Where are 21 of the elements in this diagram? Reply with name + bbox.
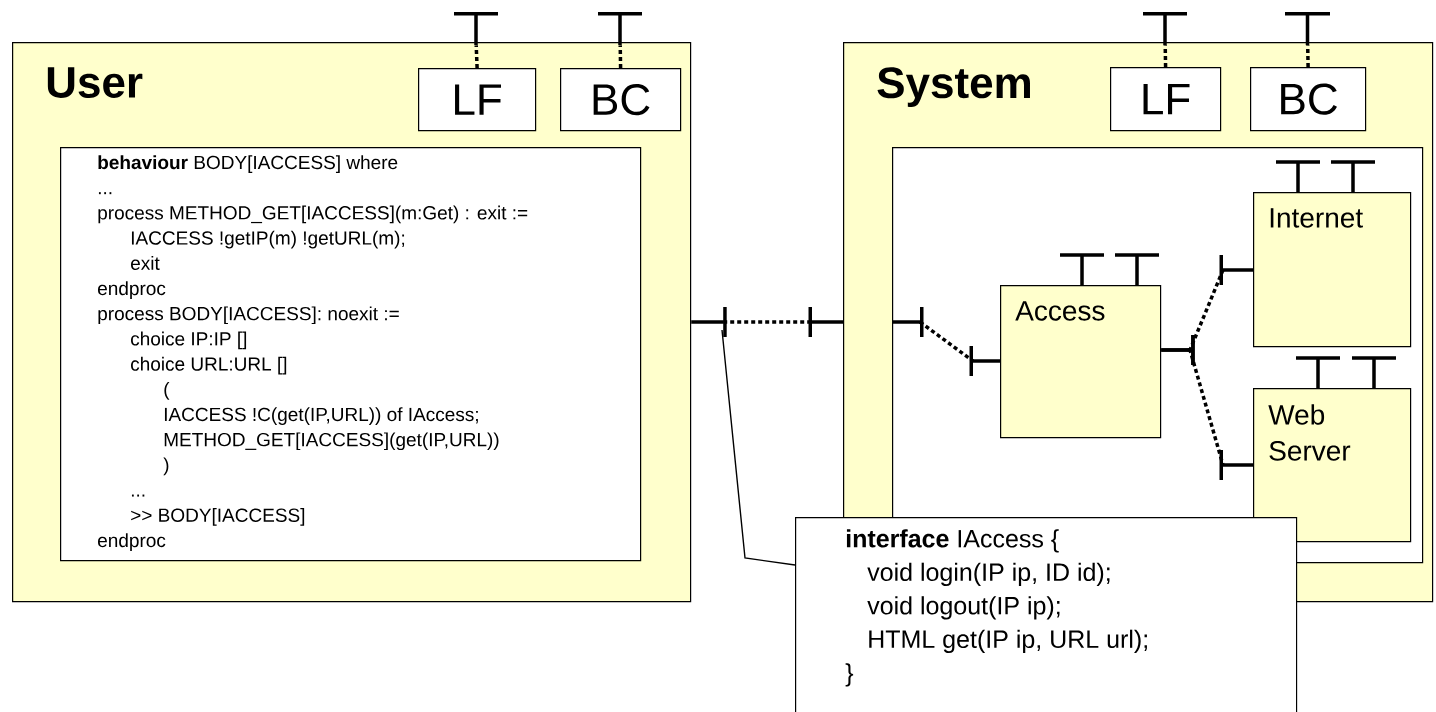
tag-box: BC (1250, 67, 1367, 132)
tag-box: LF (418, 68, 537, 132)
port-symbol (1283, 12, 1332, 47)
connector (1305, 45, 1310, 68)
code-box: behaviour BODY[IACCESS] where ... process METHOD_GET[IACCESS](m:Get) : exit := IACCESS !getIP(m) !getURL(m); exit endproc process BODY[IACCESS]: noexit := choice IP:IP [] choice URL:URL [] ( IACCESS !C(get(IP,URL)) of IAccess; METHOD_GET[IACCESS](get(IP,URL)) ) ... >> BODY[IACCESS] endproc (60, 147, 642, 562)
component-box: Web Server (1253, 388, 1412, 543)
connector (474, 45, 479, 69)
connector (618, 45, 623, 69)
connector (1163, 45, 1168, 68)
connector (691, 307, 843, 337)
connector (1161, 335, 1253, 480)
port-symbol (596, 12, 644, 47)
tag-box: BC (560, 68, 682, 132)
component-box: Internet (1253, 192, 1412, 348)
connector (892, 307, 1000, 376)
interface-box: interface IAccess { void login(IP ip, ID id); void logout(IP ip); HTML get(IP ip, URL url); } (795, 517, 1298, 712)
tag-box: LF (1110, 67, 1222, 132)
component-box: Access (1000, 285, 1162, 439)
port-symbol (452, 12, 500, 47)
leader-line (721, 329, 796, 566)
port-symbol (1141, 12, 1189, 47)
